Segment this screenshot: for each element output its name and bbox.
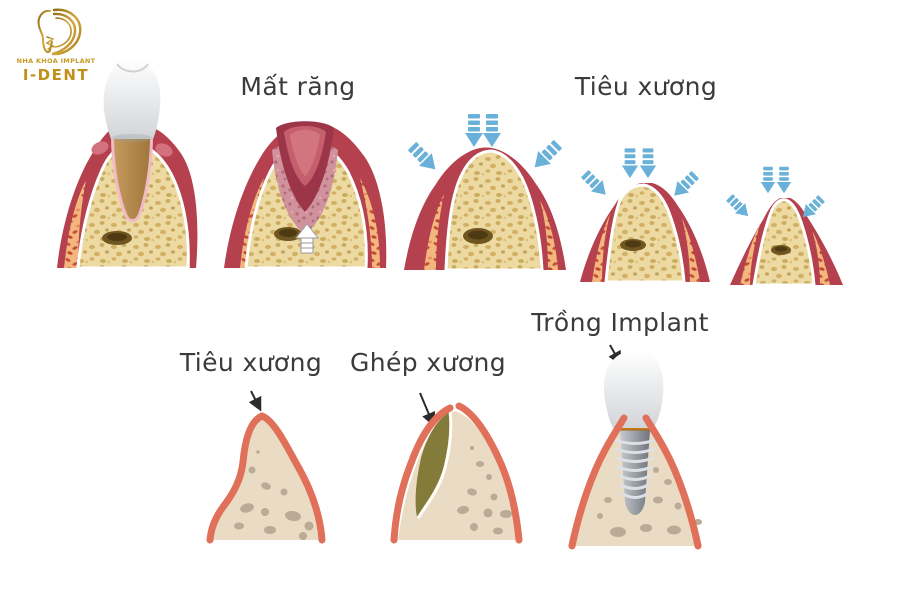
pointer-arrow [419, 392, 436, 427]
bone-blobs [234, 450, 314, 540]
illustration-empty-socket [224, 121, 387, 270]
tooth-crown [103, 58, 161, 139]
graft-material [415, 412, 450, 517]
illustration-resorbed-ridge [206, 390, 326, 544]
bone-growth-arrow-icon [294, 223, 320, 254]
tooth-implant-logo-icon [37, 8, 82, 56]
label-tieu-xuong-bottom: Tiêu xương [179, 348, 323, 377]
label-ghep-xuong: Ghép xương [349, 348, 507, 377]
implant-crown [603, 351, 664, 428]
illustration-bone-loss-stage-3 [724, 166, 843, 287]
pointer-arrow [248, 390, 262, 412]
illustration-bone-graft [390, 392, 523, 544]
bone-blobs [597, 467, 702, 537]
label-trong-implant: Trồng Implant [531, 308, 709, 337]
illustration-bone-loss-stage-2 [578, 148, 710, 284]
logo-brand-tagline: NHA KHOA IMPLANT [16, 57, 96, 65]
bone-blobs [457, 446, 512, 535]
tooth-root [114, 136, 150, 220]
illustration-healthy-tooth [57, 58, 198, 270]
implant-screw [613, 430, 657, 515]
illustration-implant-placed [568, 344, 702, 550]
logo: NHA KHOA IMPLANT I-DENT [14, 6, 98, 84]
label-mat-rang: Mất răng [240, 72, 356, 101]
logo-brand-name: I-DENT [22, 66, 90, 84]
illustration-bone-loss-stage-1 [404, 114, 566, 272]
label-tieu-xuong-top: Tiêu xương [574, 72, 718, 101]
